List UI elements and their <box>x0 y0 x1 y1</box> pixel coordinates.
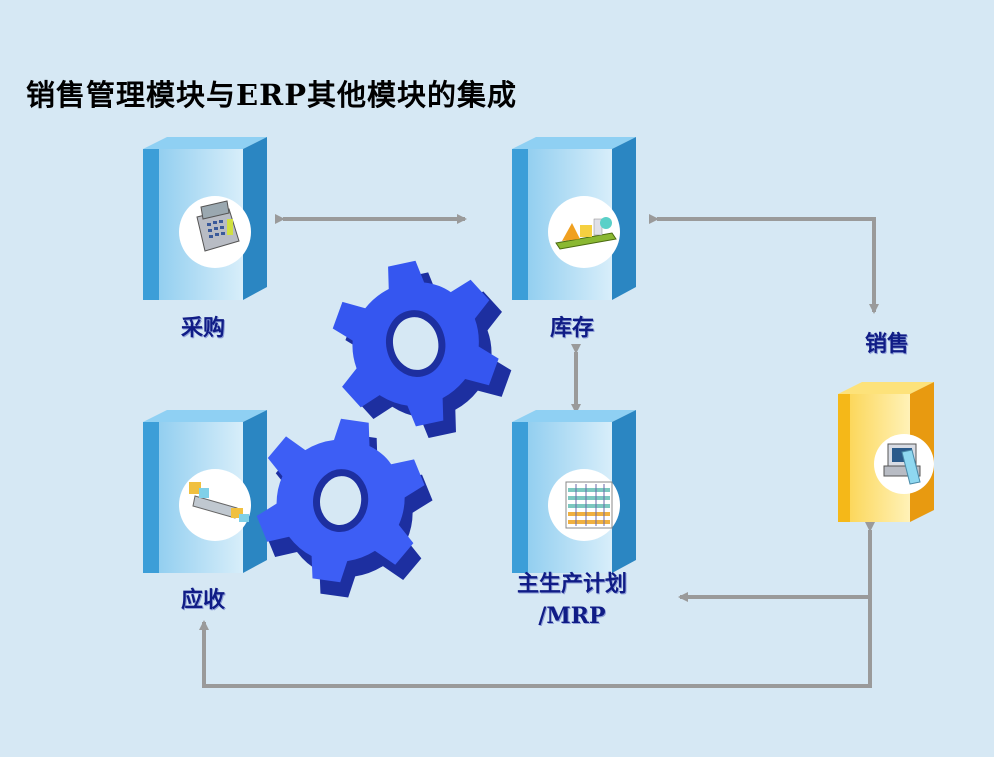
server-receivable <box>143 410 267 573</box>
conveyor-icon <box>189 482 249 522</box>
terminal-icon <box>883 443 921 485</box>
label-inventory: 库存 <box>549 315 594 341</box>
server-sales <box>838 382 934 522</box>
server-inventory <box>512 137 636 300</box>
production-chart-icon <box>565 481 613 529</box>
server-purchase <box>143 137 267 300</box>
label-receivable: 应收 <box>180 587 225 613</box>
label-mps-line2: /MRP <box>538 603 606 629</box>
cash-register-icon <box>196 200 240 252</box>
label-purchase: 采购 <box>180 315 225 341</box>
gear-icon-lower <box>256 418 433 598</box>
label-mps-line1: 主生产计划 <box>516 571 627 597</box>
page-title: 销售管理模块与ERP其他模块的集成 <box>26 78 518 112</box>
server-mps <box>512 410 636 573</box>
label-mps: 主生产计划 /MRP <box>492 568 652 632</box>
gear-icon-upper <box>332 260 512 438</box>
arrow-sales-receivable <box>199 522 875 688</box>
arrow-inventory-sales <box>649 214 879 314</box>
shelf-shapes-icon <box>555 217 617 250</box>
label-sales: 销售 <box>864 331 909 357</box>
connection-arrows <box>199 214 879 688</box>
